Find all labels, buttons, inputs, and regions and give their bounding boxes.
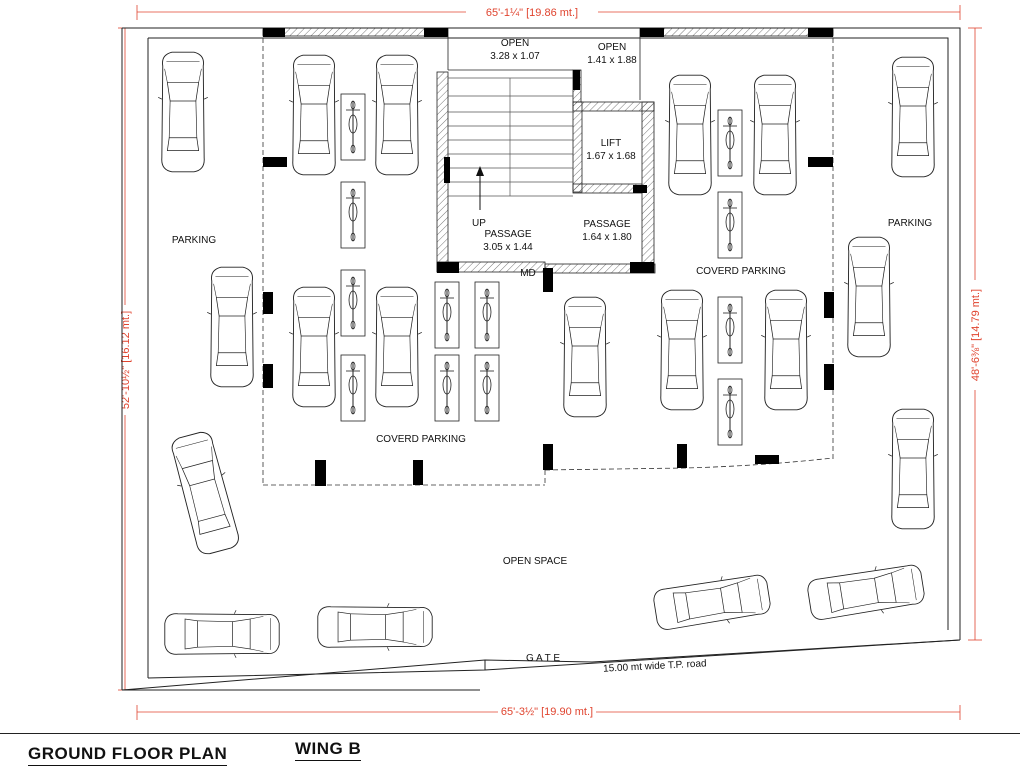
car [760, 289, 812, 411]
car [317, 602, 433, 652]
label-passage: PASSAGE [484, 229, 531, 240]
room-labels: OPEN 3.28 x 1.07 OPEN 1.41 x 1.88 LIFT 1… [172, 38, 932, 675]
dimension-right: 48'-6⅜" [14.79 mt.] [970, 289, 982, 381]
label-lift-size: 1.67 x 1.68 [586, 151, 636, 162]
car [887, 408, 939, 530]
top-walls [262, 27, 834, 100]
label-coverd-parking-bottom: COVERD PARKING [376, 434, 466, 445]
covered-area-outline [262, 30, 834, 486]
label-lift: LIFT [601, 138, 622, 149]
bike [717, 109, 743, 177]
bike [340, 269, 366, 337]
car [887, 56, 939, 178]
label-parking-left: PARKING [172, 235, 216, 246]
label-up: UP [472, 218, 486, 229]
bike [717, 191, 743, 259]
dimension-left: 52'-10½" [16.12 mt.] [120, 311, 132, 409]
car [656, 289, 708, 411]
car [288, 54, 340, 176]
title-rule [0, 733, 1020, 734]
label-passage-2-size: 1.64 x 1.80 [582, 232, 632, 243]
bike [434, 354, 460, 422]
dimension-bottom: 65'-3½" [19.90 mt.] [501, 706, 593, 718]
label-open-2: OPEN [598, 42, 626, 53]
label-md: MD [520, 268, 536, 279]
bike [340, 181, 366, 249]
car [843, 236, 895, 358]
bike [340, 93, 366, 161]
stair-lift-core [436, 69, 656, 274]
label-open: OPEN [501, 38, 529, 49]
label-passage-size: 3.05 x 1.44 [483, 242, 533, 253]
car [157, 51, 209, 173]
car [805, 559, 927, 625]
label-open-space: OPEN SPACE [503, 556, 568, 567]
bike [434, 281, 460, 349]
car [749, 74, 801, 196]
car [664, 74, 716, 196]
car [371, 54, 423, 176]
label-parking-right: PARKING [888, 218, 932, 229]
label-open-size: 3.28 x 1.07 [490, 51, 540, 62]
bike [717, 378, 743, 446]
label-open-2-size: 1.41 x 1.88 [587, 55, 637, 66]
car [559, 296, 611, 418]
dimension-top: 65'-1¼" [19.86 mt.] [486, 7, 578, 19]
label-road: 15.00 mt wide T.P. road [603, 658, 707, 674]
car [651, 569, 773, 635]
label-coverd-parking-right: COVERD PARKING [696, 266, 786, 277]
car [288, 286, 340, 408]
label-passage-2: PASSAGE [583, 219, 630, 230]
site-boundary [121, 27, 961, 691]
car [165, 428, 245, 558]
structural-columns [263, 157, 834, 486]
bike [474, 281, 500, 349]
car [164, 609, 280, 659]
car [371, 286, 423, 408]
bike [717, 296, 743, 364]
bike [340, 354, 366, 422]
label-gate: G A T E [526, 653, 560, 664]
car [206, 266, 258, 388]
plan-title: GROUND FLOOR PLAN [28, 744, 228, 766]
bike [474, 354, 500, 422]
ground-floor-plan-drawing: 65'-1¼" [19.86 mt.] 65'-3½" [19.90 mt.] … [117, 4, 983, 720]
wing-title: WING B [295, 739, 362, 761]
